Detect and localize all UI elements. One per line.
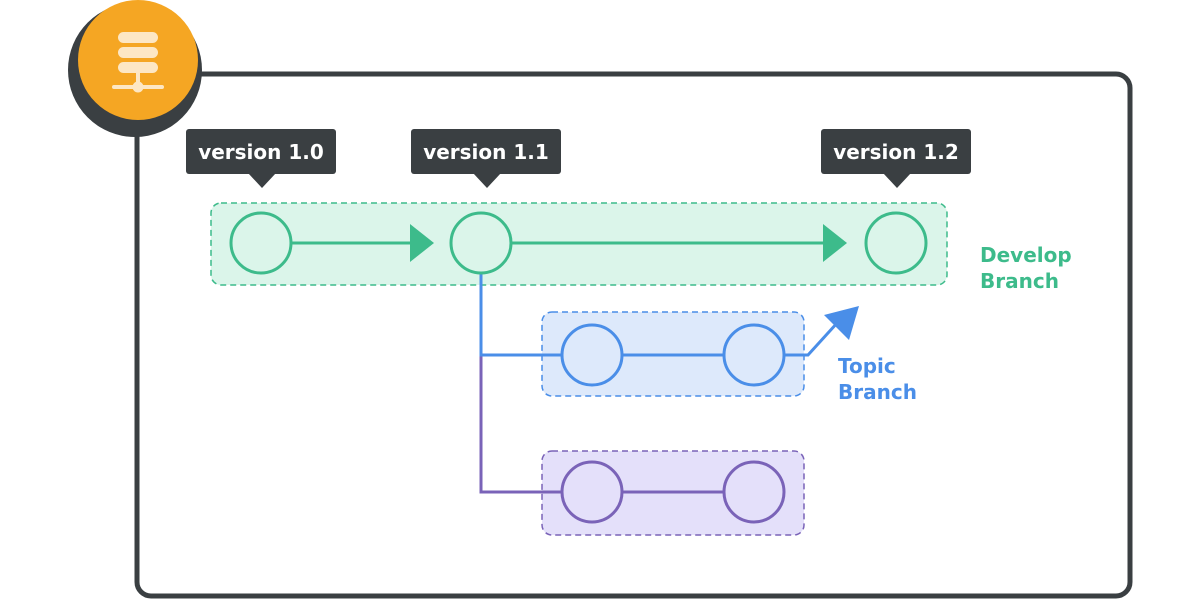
tag-label: version 1.0 [198, 140, 324, 164]
topic-merge-arrow [784, 320, 840, 357]
develop-arrow-2 [511, 224, 847, 262]
develop-label-line1: Develop [980, 243, 1072, 267]
server-badge [68, 0, 202, 137]
topic-commit [560, 323, 624, 387]
topic-label-line1: Topic [838, 354, 896, 378]
tag-version-1-0: version 1.0 [186, 129, 336, 188]
topic-commit [722, 323, 786, 387]
tag-label: version 1.2 [833, 140, 959, 164]
develop-commit [229, 211, 293, 275]
develop-arrow-1 [291, 224, 434, 262]
develop-commit [864, 211, 928, 275]
feature-branch-connector [479, 355, 562, 494]
tag-label: version 1.1 [423, 140, 549, 164]
topic-merge-arrowhead [824, 306, 859, 340]
develop-label-line2: Branch [980, 269, 1059, 293]
develop-commit [449, 211, 513, 275]
tag-version-1-1: version 1.1 [411, 129, 561, 188]
server-icon [112, 32, 164, 93]
topic-branch-label: Topic Branch [838, 354, 917, 404]
develop-branch-label: Develop Branch [980, 243, 1072, 293]
topic-branch-connector [479, 273, 562, 357]
topic-label-line2: Branch [838, 380, 917, 404]
tag-version-1-2: version 1.2 [821, 129, 971, 188]
feature-commit [560, 460, 624, 524]
feature-commit [722, 460, 786, 524]
